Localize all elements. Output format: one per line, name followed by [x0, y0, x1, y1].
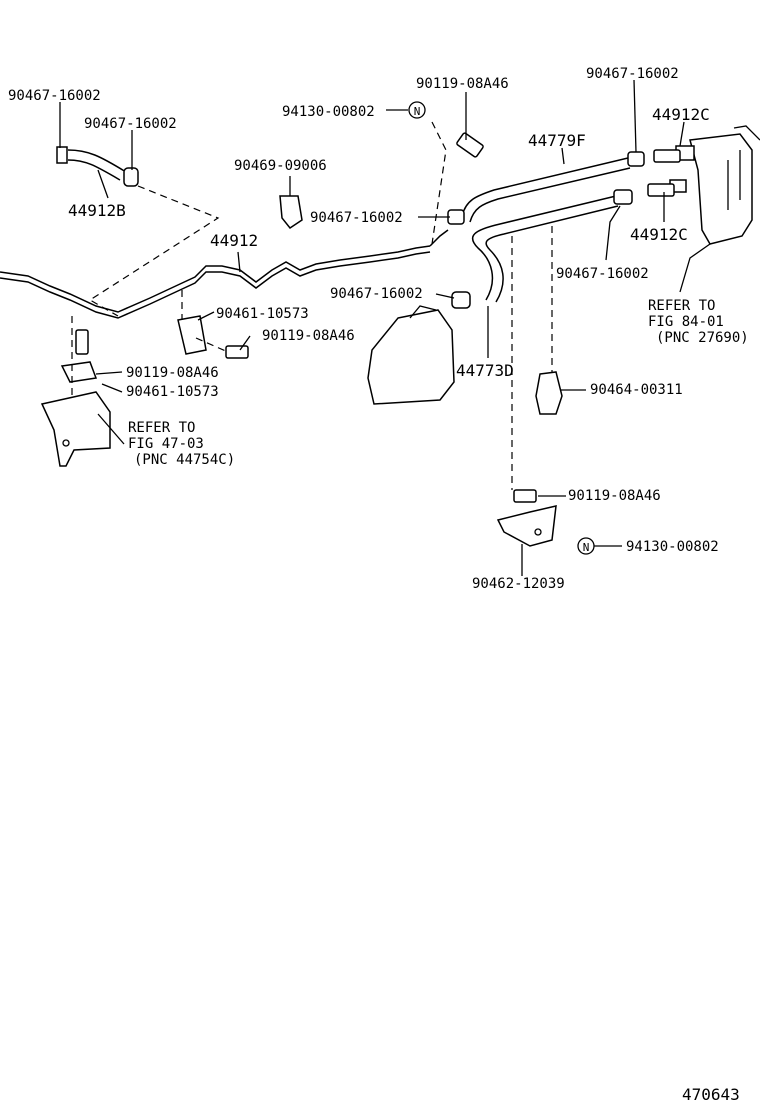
assembly-line-5	[195, 337, 229, 353]
svg-text:REFER TO: REFER TO	[128, 420, 195, 436]
label-90467-16002-e: 90467-16002	[556, 266, 649, 282]
label-44779f: 44779F	[528, 131, 586, 150]
bracket-90462	[496, 505, 557, 547]
hose-44773d	[451, 189, 633, 309]
label-94130-00802-top: 94130-00802	[282, 104, 375, 120]
label-44912b: 44912B	[68, 201, 126, 220]
svg-text:FIG 84-01: FIG 84-01	[648, 314, 724, 330]
label-94130-00802-bottom: 94130-00802	[626, 539, 719, 555]
figure-number: 470643	[682, 1085, 740, 1104]
clip-44773d-top	[613, 189, 633, 205]
label-44912c-upper: 44912C	[652, 105, 710, 124]
svg-text:N: N	[414, 105, 421, 118]
clip-90467-left	[56, 146, 68, 164]
label-44912c-lower: 44912C	[630, 225, 688, 244]
clamp-90461-mid	[177, 315, 249, 359]
bracket-left	[40, 329, 111, 467]
clip-90469	[279, 195, 303, 230]
label-90119-08a46-top: 90119-08A46	[416, 76, 509, 92]
refer-note-canister: REFER TO FIG 84-01 (PNC 27690)	[648, 298, 749, 346]
svg-text:(PNC 44754C): (PNC 44754C)	[134, 452, 235, 468]
label-90462-12039: 90462-12039	[472, 576, 565, 592]
nut-symbol-top: N	[408, 101, 426, 119]
leader-lines	[59, 79, 711, 576]
hose-44779f	[447, 151, 645, 225]
label-90119-08a46-mid: 90119-08A46	[262, 328, 355, 344]
clip-44779f-start	[447, 209, 465, 225]
assembly-line-1	[88, 185, 220, 317]
bolt-90119-top	[456, 132, 484, 158]
label-90461-10573-left: 90461-10573	[126, 384, 219, 400]
bolt-44912c-lower	[647, 183, 675, 197]
label-90461-10573-mid: 90461-10573	[216, 306, 309, 322]
svg-text:N: N	[583, 541, 590, 554]
label-44912: 44912	[210, 231, 258, 250]
label-90469-09006: 90469-09006	[234, 158, 327, 174]
svg-text:REFER TO: REFER TO	[648, 298, 715, 314]
label-90119-08a46-lower: 90119-08A46	[568, 488, 661, 504]
bolt-44912c-upper	[653, 149, 681, 163]
label-90119-08a46-left: 90119-08A46	[126, 365, 219, 381]
svg-text:(PNC 27690): (PNC 27690)	[656, 330, 749, 346]
label-90467-16002-a: 90467-16002	[8, 88, 101, 104]
clip-44773d-bottom	[451, 291, 471, 309]
bolt-90119-mid	[225, 345, 249, 359]
bolt-90119-lower	[513, 489, 537, 503]
fuel-tank-filler	[367, 305, 455, 405]
fuel-tube-44912	[0, 229, 449, 319]
bolt-90119-left	[75, 329, 89, 355]
clip-44779f-end	[627, 151, 645, 167]
refer-note-bracket: REFER TO FIG 47-03 (PNC 44754C)	[128, 420, 235, 468]
label-90464-00311: 90464-00311	[590, 382, 683, 398]
label-90467-16002-b: 90467-16002	[84, 116, 177, 132]
label-90467-16002-c: 90467-16002	[586, 66, 679, 82]
hose-44912b	[56, 146, 139, 187]
clamp-90461-lower	[60, 361, 98, 383]
assembly-line-2	[431, 121, 447, 245]
label-90467-16002-d: 90467-16002	[310, 210, 403, 226]
svg-text:FIG 47-03: FIG 47-03	[128, 436, 204, 452]
clip-90467-right	[123, 167, 139, 187]
label-44773d: 44773D	[456, 361, 514, 380]
label-90467-16002-f: 90467-16002	[330, 286, 423, 302]
nut-symbol-bottom: N	[577, 537, 595, 555]
clip-90464	[535, 371, 563, 415]
